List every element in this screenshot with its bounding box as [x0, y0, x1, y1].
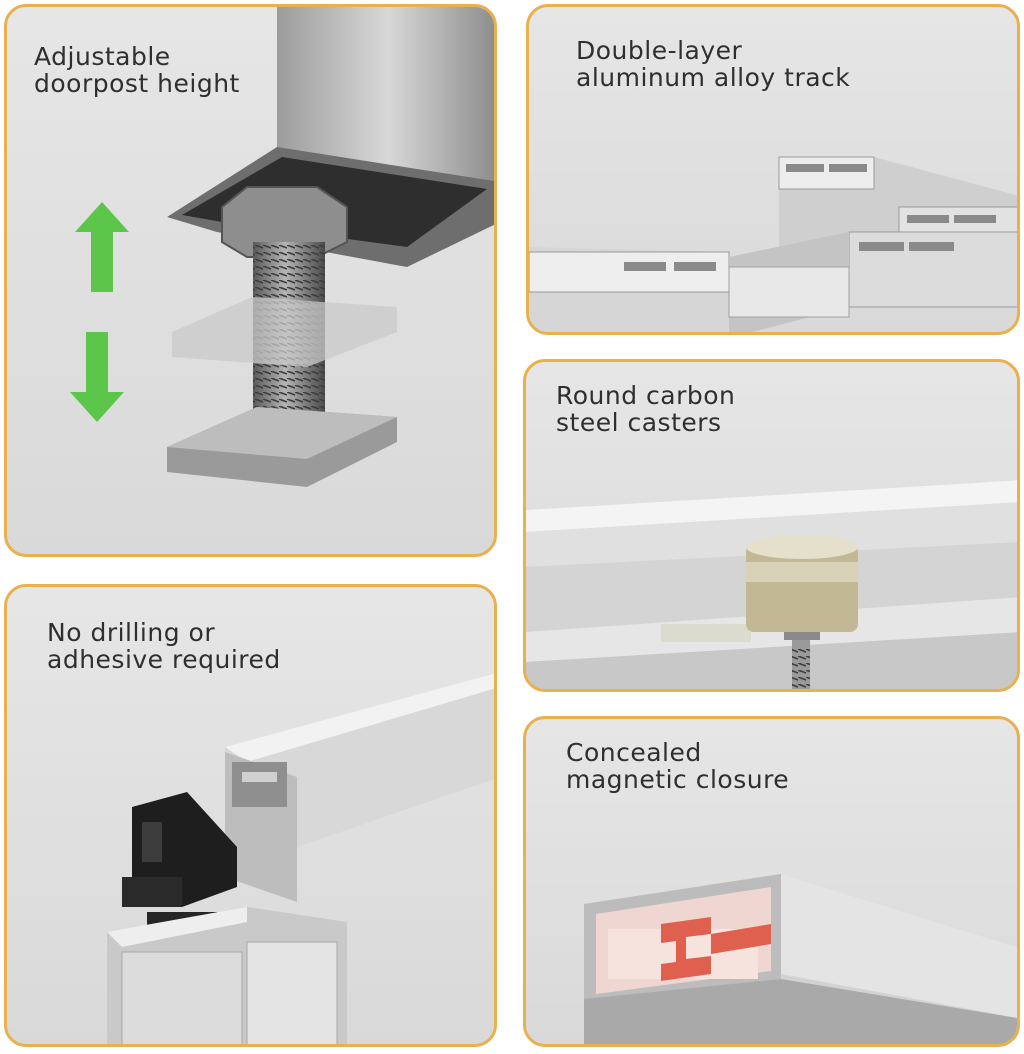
magnetic-profile-illustration — [584, 874, 1017, 1044]
panel-no-drilling: No drilling or adhesive required — [4, 584, 497, 1047]
post-connector-illustration — [107, 673, 494, 1044]
panel-steel-casters: Round carbon steel casters — [523, 359, 1020, 692]
aluminum-track-illustration — [529, 156, 1017, 332]
panel-caption: Adjustable doorpost height — [34, 42, 240, 98]
caster-track-illustration — [526, 480, 1017, 689]
panel-caption: No drilling or adhesive required — [47, 618, 281, 674]
panel-caption: Double-layer aluminum alloy track — [576, 36, 851, 92]
panel-adjustable-height: Adjustable doorpost height — [4, 4, 497, 557]
panel-aluminum-track: Double-layer aluminum alloy track — [526, 4, 1020, 335]
arrow-down-icon — [70, 332, 124, 422]
panel-caption: Concealed magnetic closure — [566, 738, 790, 794]
panel-magnetic-closure: Concealed magnetic closure — [523, 716, 1020, 1047]
panel-caption: Round carbon steel casters — [556, 381, 736, 437]
arrow-up-icon — [75, 202, 129, 292]
adjustable-foot-illustration — [70, 7, 494, 487]
